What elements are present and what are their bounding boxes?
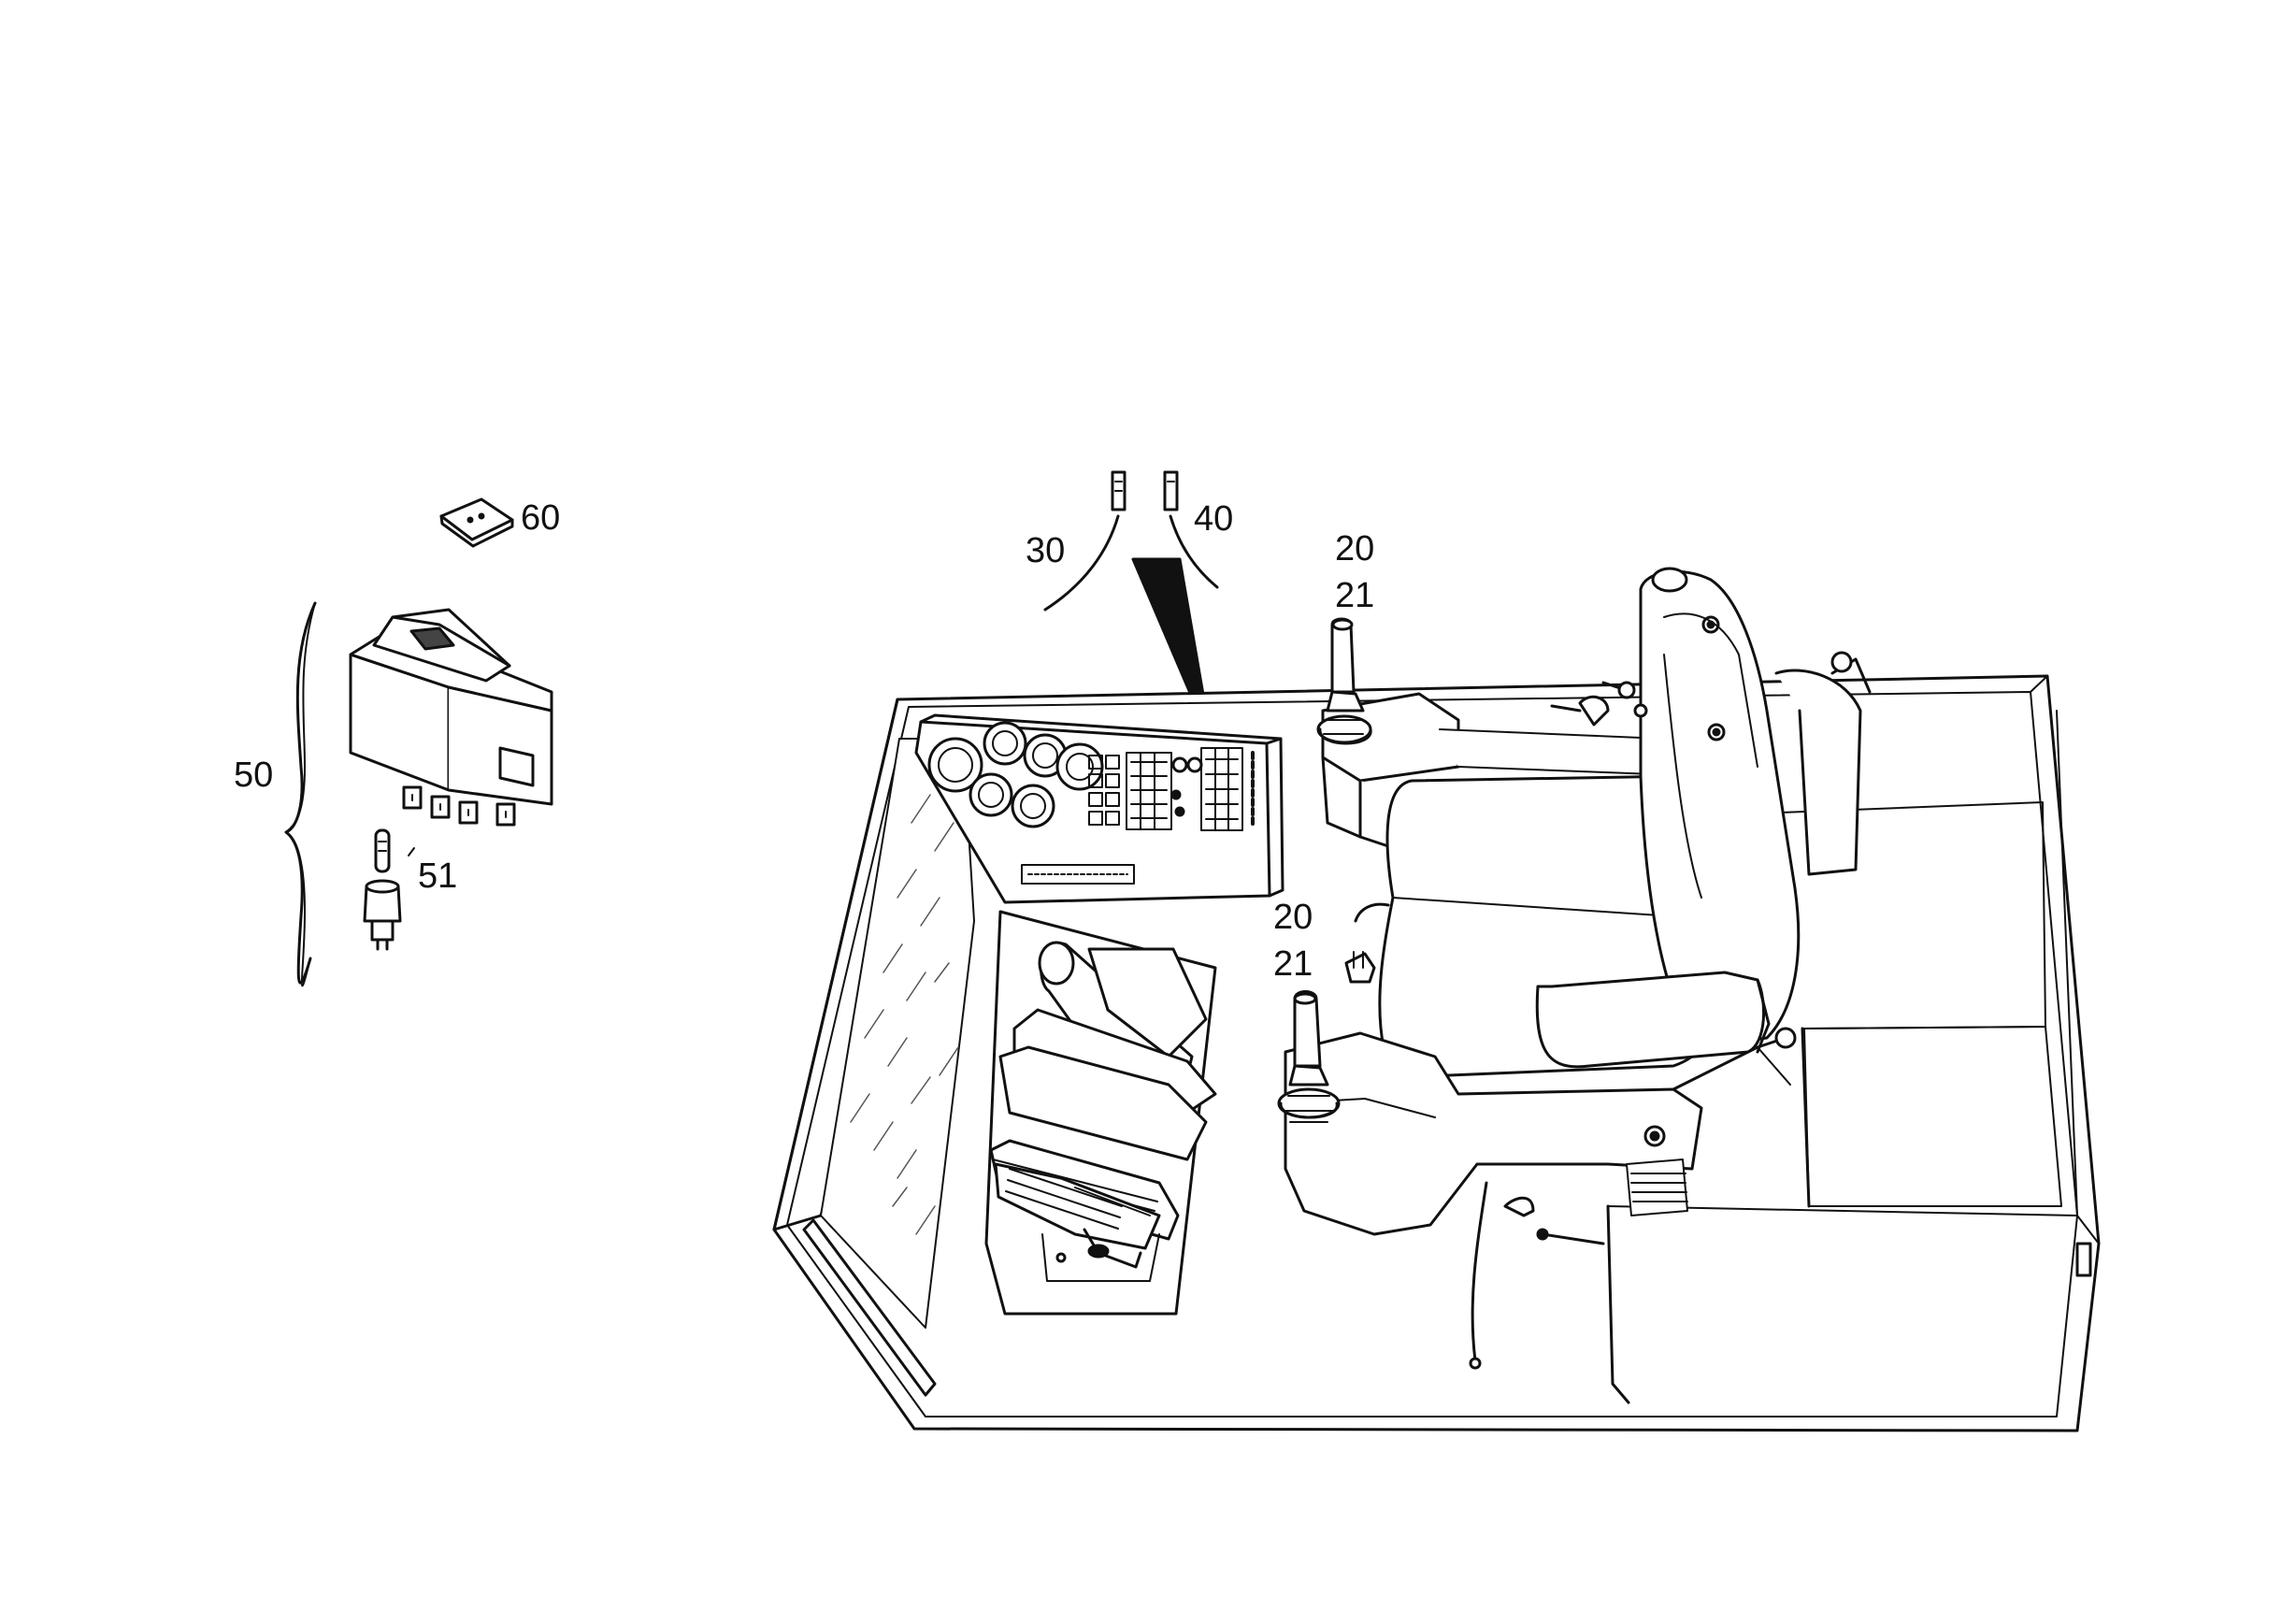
arc-line-40 — [1169, 514, 1219, 589]
indicator-lamp-part-30 — [1111, 470, 1126, 511]
joystick-top — [1316, 617, 1372, 745]
callout-20-mid: 20 — [1273, 898, 1313, 937]
leader-line-51 — [408, 847, 415, 856]
joystick-front — [1277, 990, 1341, 1123]
callout-21-mid: 21 — [1273, 944, 1313, 984]
callout-21-top: 21 — [1335, 576, 1375, 615]
arc-line-30 — [1043, 514, 1120, 612]
callout-60: 60 — [521, 498, 561, 538]
curly-brace-50 — [284, 601, 317, 987]
callout-40: 40 — [1194, 499, 1234, 539]
callout-50: 50 — [234, 756, 274, 795]
dashboard-console — [914, 713, 1284, 904]
indicator-lamp-part-40 — [1163, 470, 1179, 511]
callout-20-top: 20 — [1335, 529, 1375, 569]
lamp-bulb-part-51 — [363, 828, 402, 951]
label-plate-part-60 — [439, 497, 514, 548]
pedal-assembly — [984, 910, 1217, 1316]
callout-51: 51 — [418, 856, 458, 896]
rocker-switch-part-50 — [349, 608, 553, 827]
operator-seat — [1284, 567, 1872, 1370]
callout-30: 30 — [1026, 531, 1066, 570]
